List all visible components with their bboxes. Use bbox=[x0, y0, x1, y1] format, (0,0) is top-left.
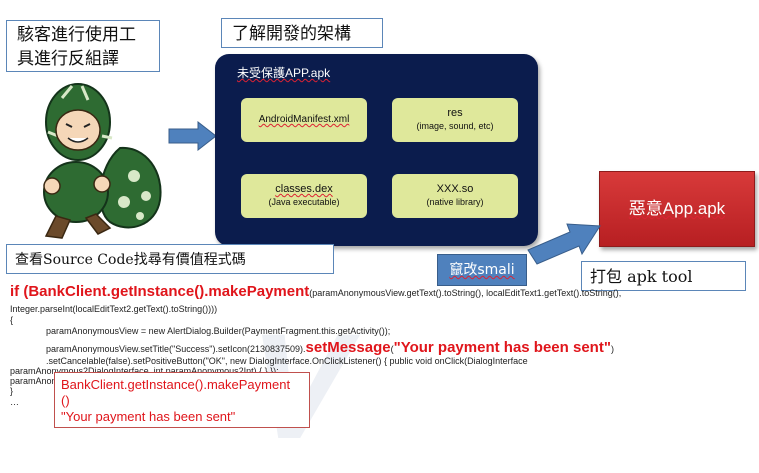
code-line-5: paramAnonymousView.setTitle("Success").s… bbox=[46, 339, 614, 356]
code-line-2: Integer.parseInt(localEditText2.getText(… bbox=[10, 304, 218, 314]
highlight-callout: BankClient.getInstance().makePayment () … bbox=[54, 372, 310, 428]
code-paren-open: ( bbox=[390, 344, 394, 354]
highlight-line-2: () bbox=[61, 393, 70, 408]
hacker-caption-line1: 駭客進行使用工 bbox=[17, 25, 136, 45]
component-res-name: res bbox=[447, 107, 463, 119]
modify-smali-label: 竄改smali bbox=[437, 254, 527, 286]
component-classes-desc: (Java executable) bbox=[268, 197, 340, 207]
apk-panel-title: 未受保護APP.apk bbox=[237, 64, 330, 81]
repack-label: 打包 apk tool bbox=[581, 261, 746, 291]
component-manifest-name: AndroidManifest.xml bbox=[258, 114, 350, 125]
hacker-caption-line2: 具進行反組譯 bbox=[17, 49, 119, 69]
apk-panel-title-text: 未受保護APP.apk bbox=[237, 66, 331, 80]
component-res: res (image, sound, etc) bbox=[392, 98, 518, 142]
apk-panel: 未受保護APP.apk AndroidManifest.xml res (ima… bbox=[215, 54, 538, 246]
architecture-label: 了解開發的架構 bbox=[221, 18, 383, 48]
repack-label-text: 打包 apk tool bbox=[590, 267, 693, 286]
component-classes-name: classes.dex bbox=[275, 183, 333, 195]
malicious-app-box: 惡意App.apk bbox=[599, 171, 755, 247]
highlight-line-3: "Your payment has been sent" bbox=[61, 409, 236, 424]
component-so-name: XXX.so bbox=[436, 183, 474, 195]
component-res-desc: (image, sound, etc) bbox=[416, 121, 494, 131]
code-if: if ( bbox=[10, 283, 29, 300]
component-manifest: AndroidManifest.xml bbox=[241, 98, 367, 142]
code-line-4: paramAnonymousView = new AlertDialog.Bui… bbox=[46, 326, 391, 336]
code-line-1: if (BankClient.getInstance().makePayment… bbox=[10, 283, 621, 300]
code-paren-close: ) bbox=[610, 344, 614, 354]
code-line-8: paramAnon bbox=[10, 376, 57, 386]
code-line-10: … bbox=[10, 397, 19, 407]
modify-smali-text: 竄改smali bbox=[449, 262, 515, 278]
code-make-payment: BankClient.getInstance().makePayment bbox=[28, 283, 310, 300]
code-line-3: { bbox=[10, 315, 14, 325]
component-so-desc: (native library) bbox=[426, 197, 484, 207]
code-line-6: .setCancelable(false).setPositiveButton(… bbox=[46, 356, 528, 366]
code-settitle: paramAnonymousView.setTitle("Success").s… bbox=[46, 344, 306, 354]
malicious-app-label: 惡意App.apk bbox=[628, 199, 726, 218]
code-line-7: paramAnonymous2DialogInterface, int para… bbox=[10, 366, 279, 376]
source-code-label: 查看Source Code找尋有價值程式碼 bbox=[6, 244, 334, 274]
highlight-line-1: BankClient.getInstance().makePayment bbox=[61, 377, 291, 392]
code-payment-message: "Your payment has been sent" bbox=[393, 339, 611, 356]
code-line-9: } bbox=[10, 386, 14, 396]
component-so: XXX.so (native library) bbox=[392, 174, 518, 218]
arrow-to-malicious bbox=[527, 223, 601, 265]
code-line1-args: (paramAnonymousView.getText().toString()… bbox=[309, 288, 622, 298]
component-classes: classes.dex (Java executable) bbox=[241, 174, 367, 218]
hacker-illustration bbox=[43, 83, 162, 239]
arrow-to-panel bbox=[168, 121, 217, 151]
hacker-caption-box: 駭客進行使用工 具進行反組譯 bbox=[6, 20, 160, 72]
code-setmessage: setMessage bbox=[305, 339, 391, 356]
